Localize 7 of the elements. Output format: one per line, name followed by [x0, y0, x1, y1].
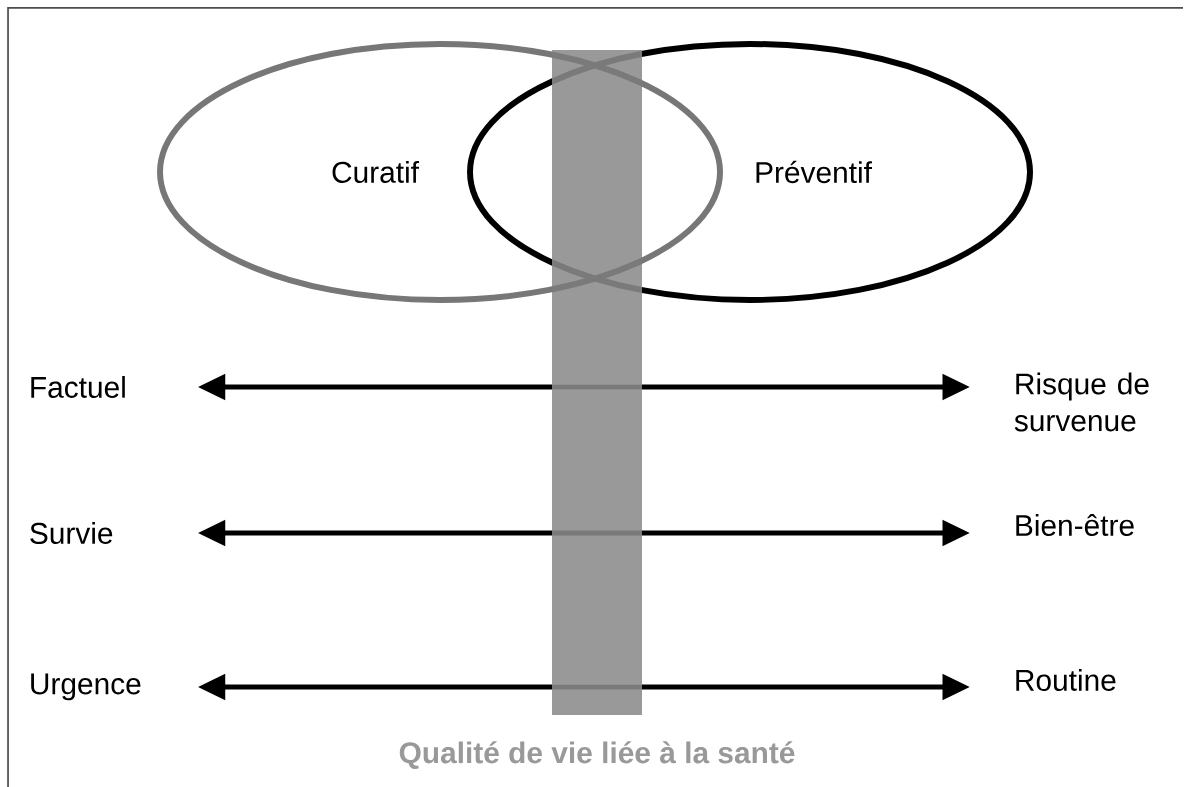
- axis-label: Survie: [30, 522, 113, 544]
- axis-label: Factuel: [31, 376, 125, 398]
- axis-label: Urgence: [31, 673, 141, 701]
- axis-label: Bien-être: [1016, 513, 1134, 536]
- band-caption: Qualité de vie liée à la santé: [399, 741, 795, 769]
- axis-label: Risque de survenue: [1014, 372, 1149, 432]
- axis-label: Routine: [1016, 669, 1116, 691]
